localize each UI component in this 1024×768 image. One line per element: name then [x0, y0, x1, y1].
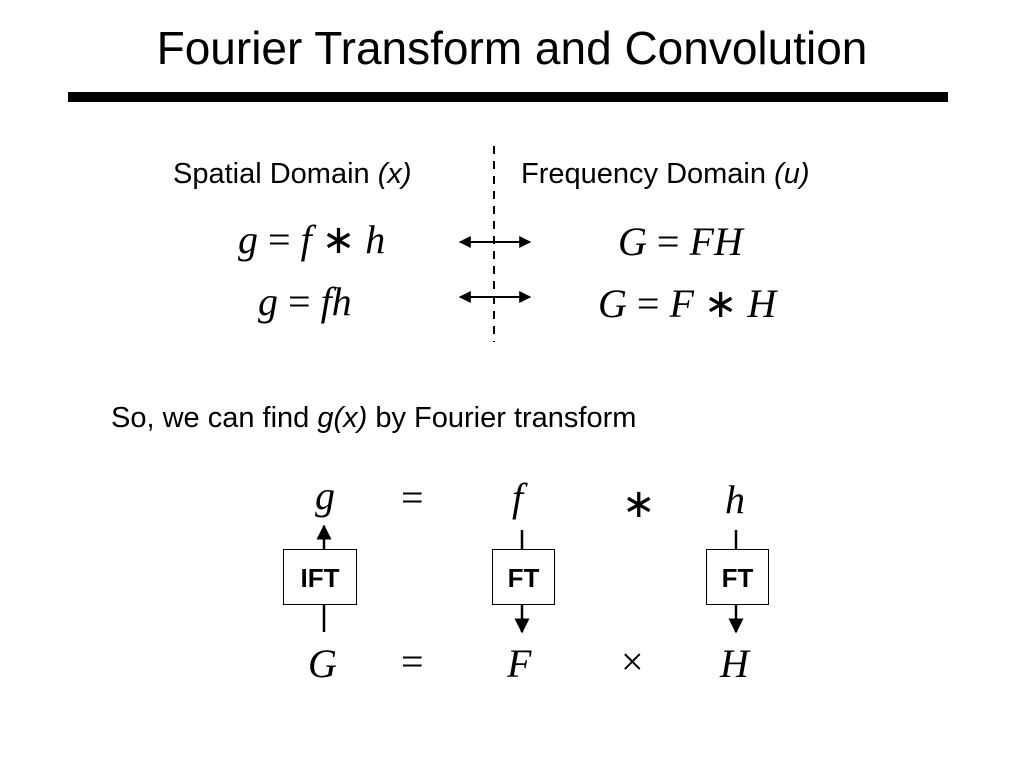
- diagram-top-equals: =: [401, 475, 424, 520]
- equation-frequency-product: G = FH: [618, 219, 743, 264]
- statement-text: So, we can find g(x) by Fourier transfor…: [111, 402, 637, 434]
- diagram-top-g: g: [315, 473, 335, 518]
- ft-box-f: FT: [492, 549, 555, 605]
- diagram-bottom-multiply: ×: [621, 639, 644, 684]
- spatial-domain-header: Spatial Domain (x): [173, 156, 412, 192]
- diagram-bottom-F: F: [507, 641, 532, 686]
- diagram-top-convolution: ∗: [622, 481, 656, 526]
- spatial-domain-label: Spatial Domain: [173, 158, 370, 190]
- ift-box: IFT: [283, 549, 357, 605]
- diagram-bottom-equals: =: [401, 639, 424, 684]
- diagram-bottom-G: G: [308, 641, 337, 686]
- ft-box-h: FT: [706, 549, 769, 605]
- title-underline: [68, 92, 948, 102]
- diagram-top-h: h: [725, 477, 745, 522]
- equation-spatial-convolution: g = f ∗ h: [238, 217, 386, 262]
- equation-frequency-convolution: G = F ∗ H: [598, 281, 777, 326]
- slide-title: Fourier Transform and Convolution: [156, 22, 868, 74]
- diagram-bottom-H: H: [720, 641, 749, 686]
- frequency-domain-variable: (u): [774, 158, 810, 190]
- spatial-domain-variable: (x): [377, 158, 412, 190]
- diagram-top-f: f: [512, 475, 524, 520]
- equation-spatial-product: g = fh: [258, 279, 352, 324]
- frequency-domain-header: Frequency Domain (u): [521, 156, 810, 192]
- frequency-domain-label: Frequency Domain: [521, 158, 766, 190]
